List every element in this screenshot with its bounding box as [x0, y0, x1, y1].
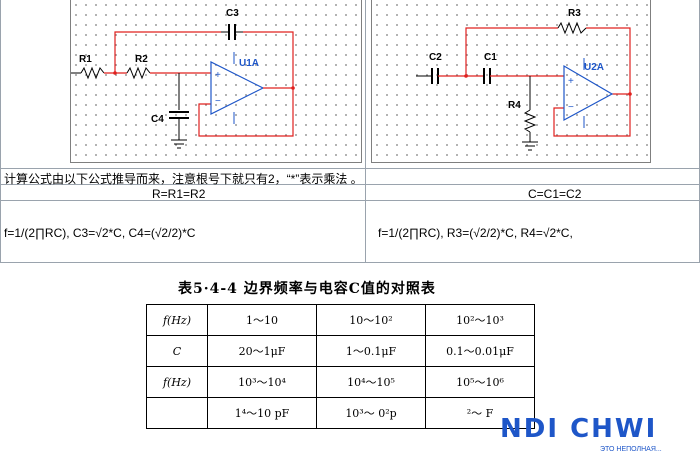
grid-line [0, 184, 700, 185]
svg-text:−: − [568, 102, 574, 113]
watermark-subtext: ЭТО НЕПОЛНАЯ... [600, 446, 662, 453]
right-header-cell[interactable]: C=C1=C2 [528, 187, 582, 201]
table-cell: 10³～ 0²p [316, 397, 426, 429]
label-c4: C4 [151, 114, 164, 125]
right-circuit-schematic: + − [416, 21, 632, 151]
grid-line [0, 0, 1, 262]
label-c2: C2 [429, 52, 442, 63]
table-cell: C [146, 335, 208, 367]
label-c3: C3 [226, 8, 239, 19]
table-cell: 1～10 [207, 304, 317, 336]
table-cell: 10～10² [316, 304, 426, 336]
table-cell: 10²～10³ [425, 304, 535, 336]
table-cell: 1～0.1μF [316, 335, 426, 367]
circuit-panel-right: + − R3 C2 C1 R4 U2A [371, 0, 651, 163]
reference-table: f(Hz) 1～10 10～10² 10²～10³ C 20～1μF 1～0.1… [146, 304, 535, 429]
grid-line [0, 200, 700, 201]
table-cell: ²～ F [425, 397, 535, 429]
svg-text:+: + [215, 70, 221, 81]
label-u2a: U2A [584, 62, 605, 73]
table-title: 表5·4-4 边界频率与电容C值的对照表 [178, 281, 436, 297]
table-row: C 20～1μF 1～0.1μF 0.1～0.01μF [146, 335, 535, 367]
label-u1a: U1A [239, 58, 260, 69]
table-cell: 20～1μF [207, 335, 317, 367]
table-cell: 0.1～0.01μF [425, 335, 535, 367]
left-circuit-schematic: + − [71, 24, 295, 149]
table-row: 1⁴～10 pF 10³～ 0²p ²～ F [146, 397, 535, 429]
table-cell [146, 397, 208, 429]
watermark-logo: NDI CHWI [500, 414, 658, 444]
left-formula-cell[interactable]: f=1/(2∏RC), C3=√2*C, C4=(√2/2)*C [4, 226, 196, 240]
table-cell: 1⁴～10 pF [207, 397, 317, 429]
grid-line [0, 168, 700, 169]
table-cell: 10⁵～10⁶ [425, 366, 535, 398]
table-cell: f(Hz) [146, 366, 208, 398]
label-r1: R1 [79, 54, 92, 65]
label-r4: R4 [508, 100, 521, 111]
table-row: f(Hz) 10³～10⁴ 10⁴～10⁵ 10⁵～10⁶ [146, 366, 535, 398]
svg-text:+: + [568, 76, 574, 87]
table-row: f(Hz) 1～10 10～10² 10²～10³ [146, 304, 535, 336]
circuit-panel-left: + − C3 R1 R2 C4 U1A [70, 0, 362, 163]
note-cell[interactable]: 计算公式由以下公式推导而来，注意根号下就只有2，“*”表示乘法 。 [4, 172, 363, 186]
table-cell: 10³～10⁴ [207, 366, 317, 398]
right-formula-cell[interactable]: f=1/(2∏RC), R3=(√2/2)*C, R4=√2*C, [378, 226, 573, 240]
label-r2: R2 [135, 54, 148, 65]
table-cell: f(Hz) [146, 304, 208, 336]
label-c1: C1 [484, 52, 497, 63]
grid-line [365, 0, 366, 262]
svg-text:−: − [215, 96, 221, 107]
grid-line [0, 262, 700, 263]
spreadsheet-area: + − C3 R1 R2 C4 U1A [0, 0, 700, 263]
left-header-cell[interactable]: R=R1=R2 [152, 187, 206, 201]
table-cell: 10⁴～10⁵ [316, 366, 426, 398]
label-r3: R3 [568, 8, 581, 19]
